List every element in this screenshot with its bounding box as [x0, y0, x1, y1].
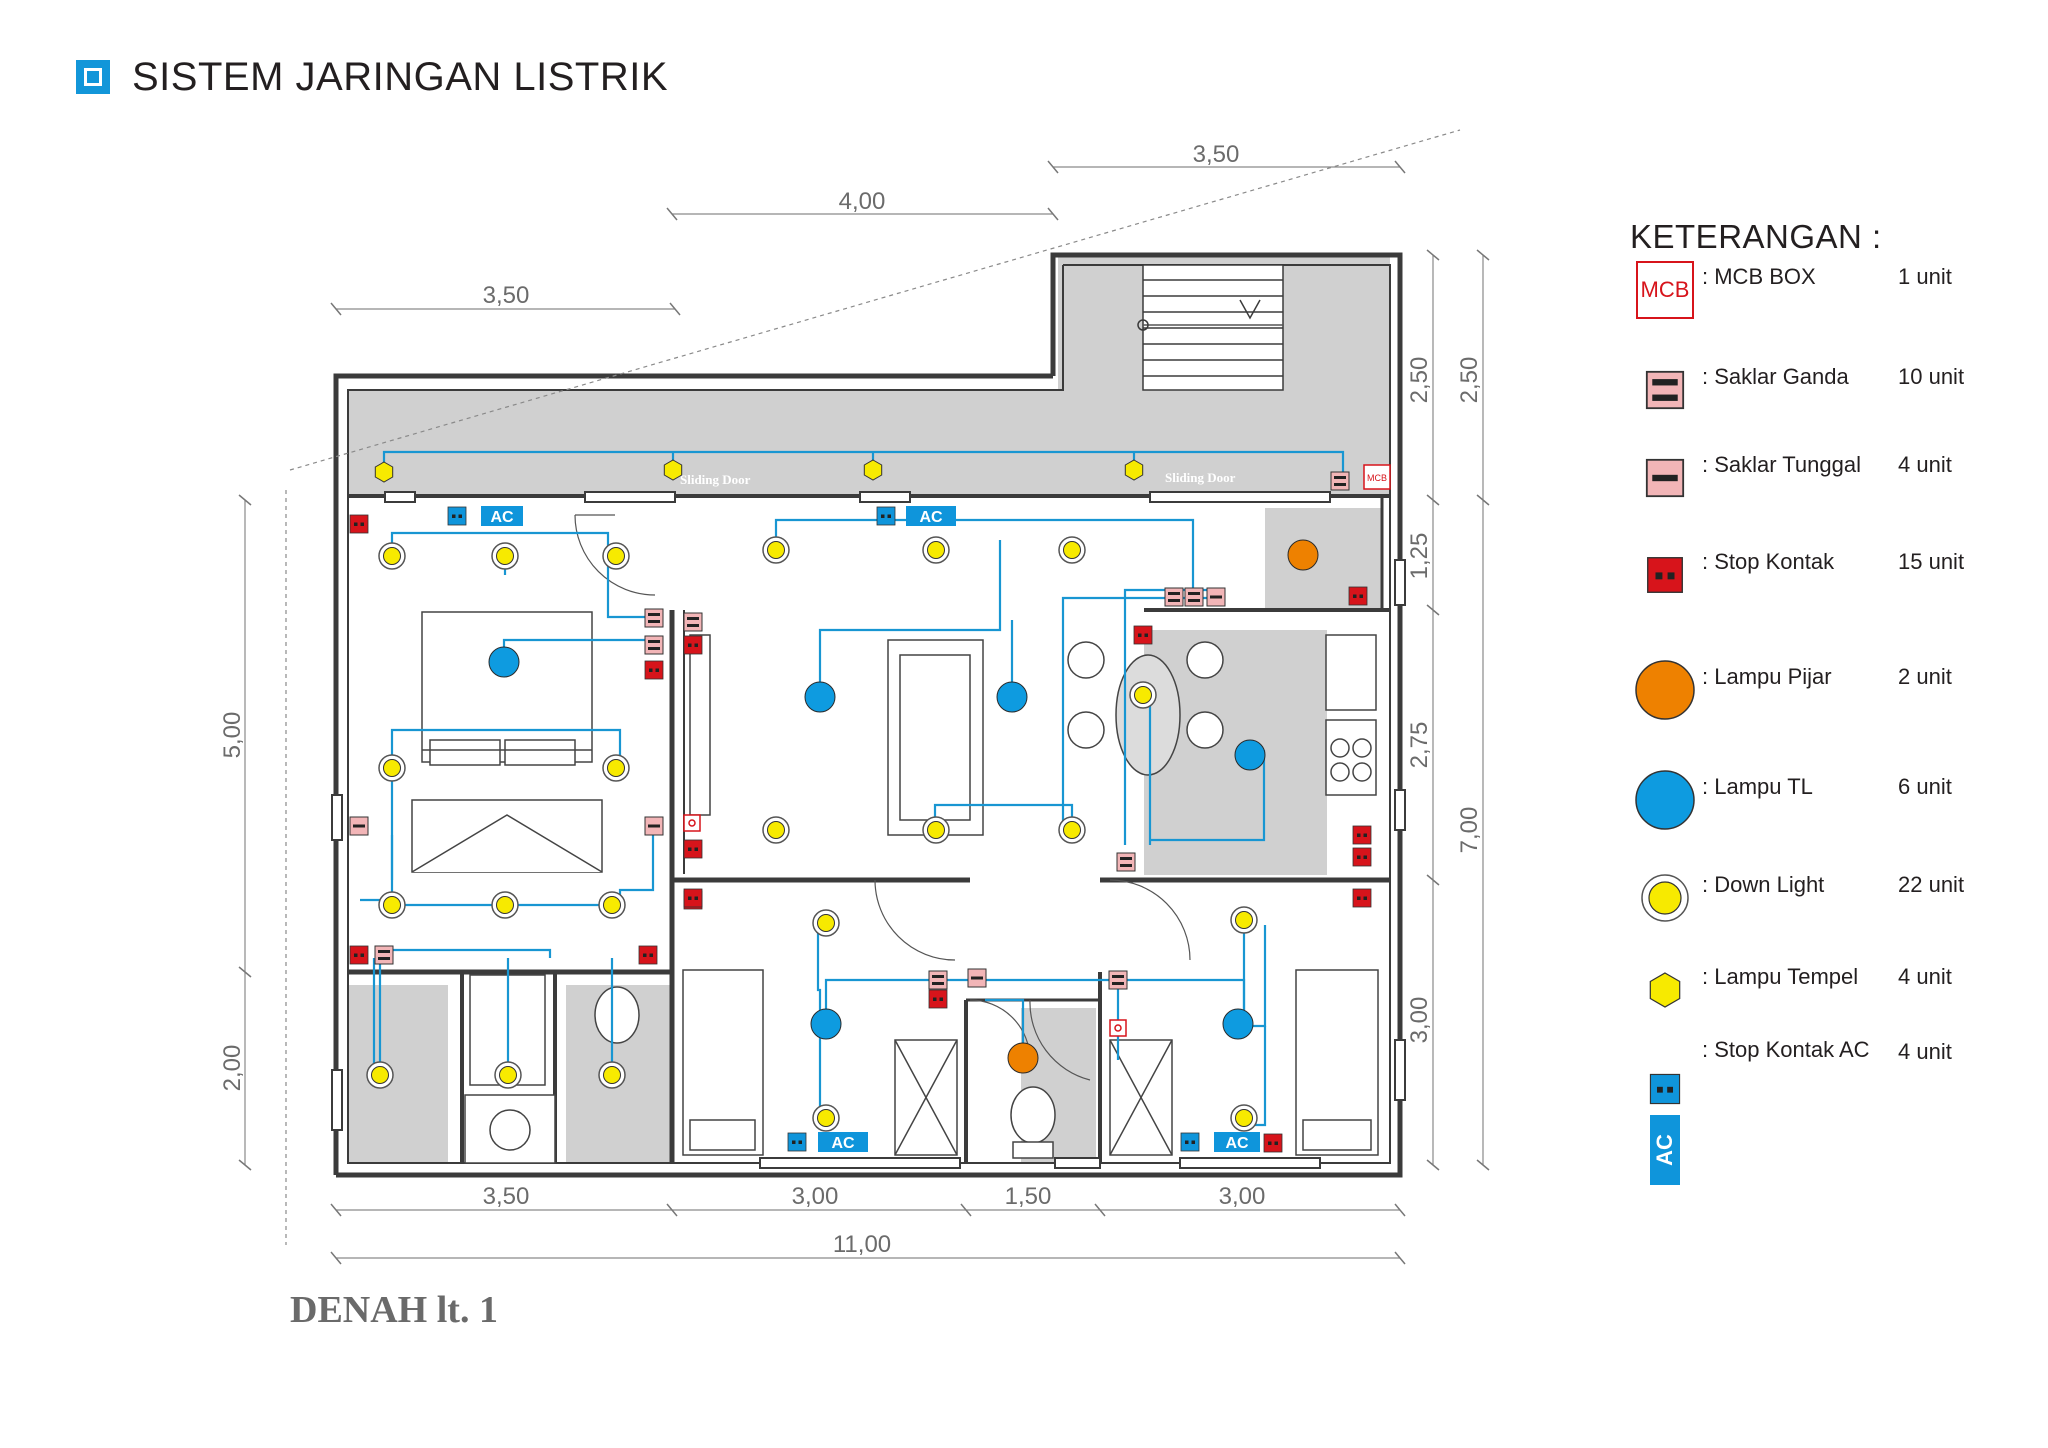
ac-labels: AC AC AC AC — [481, 506, 1260, 1152]
openings — [331, 491, 1406, 1169]
single-switch — [644, 816, 664, 836]
ac-label: AC — [490, 509, 514, 526]
mcb-box-symbol: MCB — [1636, 261, 1694, 319]
double-switch-icon — [1630, 360, 1700, 420]
ac-outlet-icon: AC — [1630, 1011, 1700, 1185]
dim-right-1: 2,50 — [1406, 357, 1433, 404]
dim-right-4: 3,00 — [1406, 997, 1433, 1044]
legend-item: : Lampu TL 6 unit — [1630, 770, 2030, 830]
double-switch — [1116, 852, 1136, 872]
tl-lamps — [488, 646, 1266, 1040]
double-switch — [1330, 471, 1350, 491]
furniture — [411, 611, 1379, 1164]
legend-count: 1 unit — [1898, 264, 1952, 289]
ac-tag-label: AC — [1652, 1134, 1677, 1166]
legend-label: : Down Light — [1702, 872, 1825, 897]
wall-lamp-icon — [1630, 960, 1700, 1020]
double-switch — [1164, 587, 1184, 607]
legend-item: AC : Stop Kontak AC 4 unit — [1630, 1037, 2030, 1185]
dim-right-3: 2,75 — [1406, 722, 1433, 769]
dim-right-outer-2: 7,00 — [1456, 807, 1483, 854]
dim-left-lower: 2,00 — [219, 1045, 246, 1092]
dim-top-left: 3,50 — [483, 282, 530, 309]
mcb-box-icon: MCB — [1630, 260, 1700, 320]
incandescent-lamps — [1007, 539, 1319, 1074]
dimension-labels: 3,50 4,00 3,50 3,50 3,00 1,50 3,00 11,00… — [219, 141, 1483, 1258]
dim-left-upper: 5,00 — [219, 712, 246, 759]
legend-count: 22 unit — [1898, 872, 1965, 897]
legend-item: : Down Light 22 unit — [1630, 868, 2030, 928]
legend-title: KETERANGAN : — [1630, 218, 1882, 255]
dim-top-middle: 4,00 — [839, 188, 886, 215]
incandescent-lamp-icon — [1630, 660, 1700, 720]
dim-top-right: 3,50 — [1193, 141, 1240, 168]
ac-label: AC — [919, 509, 943, 526]
dim-bottom-2: 3,00 — [792, 1183, 839, 1210]
legend-count: 6 unit — [1898, 774, 1952, 799]
tv-outlets — [683, 814, 1127, 1037]
single-switch — [967, 968, 987, 988]
power-outlet-icon — [1630, 545, 1700, 605]
legend-label: : Saklar Ganda — [1702, 364, 1849, 389]
legend-label: : Lampu Pijar — [1702, 664, 1832, 689]
legend-item: : Saklar Ganda 10 unit — [1630, 360, 2030, 420]
legend-count: 4 unit — [1898, 964, 1952, 989]
dim-right-outer-1: 2,50 — [1456, 357, 1483, 404]
ac-label: AC — [1225, 1135, 1249, 1152]
double-switch — [644, 635, 664, 655]
dim-bottom-4: 3,00 — [1219, 1183, 1266, 1210]
legend-label: : Stop Kontak — [1702, 549, 1835, 574]
double-switch — [683, 612, 703, 632]
title-square-icon — [76, 60, 110, 94]
legend: KETERANGAN : — [1630, 218, 2030, 278]
single-switch — [1206, 587, 1226, 607]
legend-count: 4 unit — [1898, 1039, 1952, 1064]
double-switch — [1184, 587, 1204, 607]
dimension-lines — [244, 129, 1484, 1259]
plan-name: DENAH lt. 1 — [290, 1289, 498, 1331]
dim-bottom-1: 3,50 — [483, 1183, 530, 1210]
legend-count: 4 unit — [1898, 452, 1952, 477]
single-switch — [349, 816, 369, 836]
double-switch — [644, 608, 664, 628]
dim-bottom-3: 1,50 — [1005, 1183, 1052, 1210]
dim-bottom-total: 11,00 — [833, 1231, 891, 1258]
ac-tag: AC — [1650, 1115, 1680, 1185]
legend-label: : Stop Kontak AC — [1702, 1037, 1870, 1062]
down-light-icon — [1630, 868, 1700, 928]
legend-label: : Lampu TL — [1702, 774, 1813, 799]
single-switch-icon — [1630, 448, 1700, 508]
legend-label: : Saklar Tunggal — [1702, 452, 1861, 477]
legend-item: : Lampu Pijar 2 unit — [1630, 660, 2030, 720]
legend-item: : Lampu Tempel 4 unit — [1630, 960, 2030, 1020]
mcb-symbol-label: MCB — [1640, 277, 1690, 302]
legend-count: 2 unit — [1898, 664, 1952, 689]
sliding-door-label-2: Sliding Door — [1165, 470, 1236, 485]
legend-label: : MCB BOX — [1702, 264, 1816, 289]
legend-item: MCB : MCB BOX 1 unit — [1630, 260, 2030, 320]
double-switch — [1108, 970, 1128, 990]
double-switch — [928, 970, 948, 990]
mcb-box: MCB — [1363, 464, 1391, 490]
double-switch — [374, 945, 394, 965]
legend-label: : Lampu Tempel — [1702, 964, 1859, 989]
page-title: SISTEM JARINGAN LISTRIK — [132, 54, 669, 99]
ac-label: AC — [831, 1135, 855, 1152]
dim-right-2: 1,25 — [1406, 533, 1433, 580]
mcb-label: MCB — [1367, 473, 1387, 483]
header: SISTEM JARINGAN LISTRIK — [76, 52, 668, 102]
tl-lamp-icon — [1630, 770, 1700, 830]
stairs — [1137, 264, 1284, 391]
legend-item: : Saklar Tunggal 4 unit — [1630, 448, 2030, 508]
legend-count: 15 unit — [1898, 549, 1965, 574]
door-swings — [574, 514, 1191, 1081]
dimension-ticks — [238, 160, 1490, 1265]
legend-count: 10 unit — [1898, 364, 1965, 389]
legend-item: : Stop Kontak 15 unit — [1630, 545, 2030, 605]
walls — [333, 252, 1403, 1178]
sliding-door-label-1: Sliding Door — [680, 472, 751, 487]
